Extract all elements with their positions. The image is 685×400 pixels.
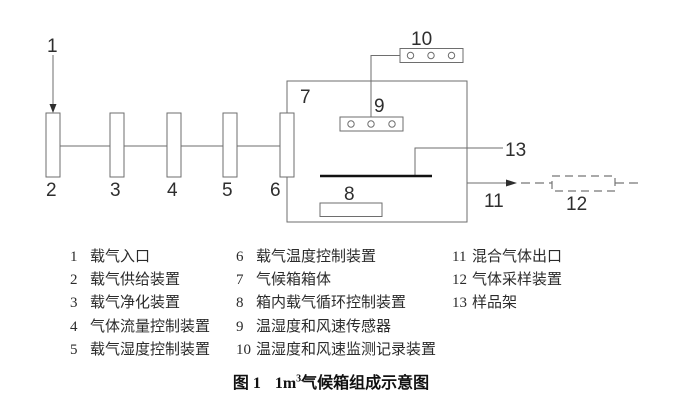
legend-item-number: 5 [70, 341, 78, 358]
legend-column-1: 1 载气入口 2 载气供给装置 3 载气净化装置 4 气体流量控制装置 5 载气湿度控制装… [70, 246, 210, 362]
part-label-11: 11 [484, 191, 504, 212]
legend-item-number: 1 [70, 249, 78, 265]
legend-item-3: 3 载气净化装置 [70, 292, 210, 315]
legend-item-11: 11 混合气体出口 [452, 246, 562, 269]
legend-item-text: 载气供给装置 [90, 272, 181, 289]
recorder-indicator-icon [406, 51, 415, 60]
figure-caption-volume: 1m [274, 375, 297, 392]
legend-item-number: 7 [236, 272, 244, 289]
part-label-12: 12 [566, 194, 587, 215]
arrow-down-icon [49, 104, 57, 113]
legend-item-number: 6 [236, 249, 244, 265]
legend-item-text: 载气温度控制装置 [256, 249, 377, 265]
legend-item-number: 4 [70, 318, 78, 335]
legend-item-5: 5 载气湿度控制装置 [70, 339, 210, 362]
legend-item-number: 11 [452, 249, 467, 265]
legend-item-number: 9 [236, 318, 244, 335]
legend-item-text: 载气净化装置 [90, 295, 181, 312]
figure-caption: 图 1 1m3气候箱组成示意图 [0, 369, 662, 393]
legend-item-13: 13 样品架 [452, 292, 562, 315]
legend-item-6: 6 载气温度控制装置 [236, 246, 436, 269]
figure-caption-title: 气候箱组成示意图 [301, 375, 430, 392]
purification-box [109, 112, 125, 178]
part-label-7: 7 [300, 87, 311, 108]
legend-item-text: 箱内载气循环控制装置 [256, 295, 407, 312]
carrier-gas-supply-box [45, 112, 61, 178]
recorder-indicator-icon [427, 51, 435, 60]
legend-item-8: 8 箱内载气循环控制装置 [236, 292, 436, 315]
part-label-13: 13 [505, 140, 526, 161]
legend-item-number: 3 [70, 295, 78, 312]
part-label-6: 6 [270, 180, 281, 201]
legend-item-number: 2 [70, 272, 78, 289]
legend-item-text: 载气湿度控制装置 [90, 341, 211, 358]
recorder-indicator-icon [447, 51, 456, 60]
flow-control-box [166, 112, 182, 178]
legend-item-2: 2 载气供给装置 [70, 269, 210, 292]
recorder-sensor-connector-line [370, 55, 400, 117]
temperature-control-box [279, 112, 295, 178]
part-label-1: 1 [47, 36, 58, 57]
legend-item-text: 气候箱箱体 [256, 272, 332, 289]
part-label-5: 5 [222, 180, 233, 201]
sensor-indicator-icon [367, 120, 375, 128]
part-label-3: 3 [110, 180, 121, 201]
legend-item-text: 气体采样装置 [472, 272, 563, 289]
gas-sampling-box [551, 175, 616, 192]
part-label-2: 2 [46, 180, 57, 201]
legend-item-number: 13 [452, 295, 467, 312]
part-label-10: 10 [411, 29, 432, 50]
sensor-indicator-icon [388, 120, 396, 128]
legend-item-4: 4 气体流量控制装置 [70, 316, 210, 339]
legend-item-10: 10 温湿度和风速监测记录装置 [236, 339, 436, 362]
part-label-9: 9 [374, 96, 385, 117]
legend-item-text: 气体流量控制装置 [90, 318, 211, 335]
part-label-8: 8 [344, 184, 355, 205]
legend-item-9: 9 温湿度和风速传感器 [236, 316, 436, 339]
circulation-control-box [319, 202, 383, 217]
legend-item-number: 12 [452, 272, 467, 289]
legend-item-1: 1 载气入口 [70, 246, 210, 269]
legend-item-7: 7 气候箱箱体 [236, 269, 436, 292]
sensor-indicator-icon [347, 120, 355, 128]
legend-item-12: 12 气体采样装置 [452, 269, 562, 292]
legend-item-text: 载气入口 [90, 249, 151, 265]
legend-item-text: 样品架 [472, 295, 518, 312]
legend-item-number: 10 [236, 341, 251, 358]
part-label-4: 4 [167, 180, 178, 201]
figure-caption-label: 图 1 [232, 375, 261, 392]
arrow-right-icon [506, 179, 517, 187]
sample-rack-pointer-line [414, 147, 503, 175]
legend-item-text: 温湿度和风速监测记录装置 [256, 341, 437, 358]
legend-item-number: 8 [236, 295, 244, 312]
legend-item-text: 混合气体出口 [472, 249, 563, 265]
humidity-control-box [222, 112, 238, 178]
climate-chamber-schematic: 1 2 3 4 5 6 7 10 9 13 8 [45, 29, 639, 223]
legend-column-3: 11 混合气体出口 12 气体采样装置 13 样品架 [452, 246, 562, 316]
legend-item-text: 温湿度和风速传感器 [256, 318, 392, 335]
figure-caption-superscript: 3 [296, 373, 302, 385]
